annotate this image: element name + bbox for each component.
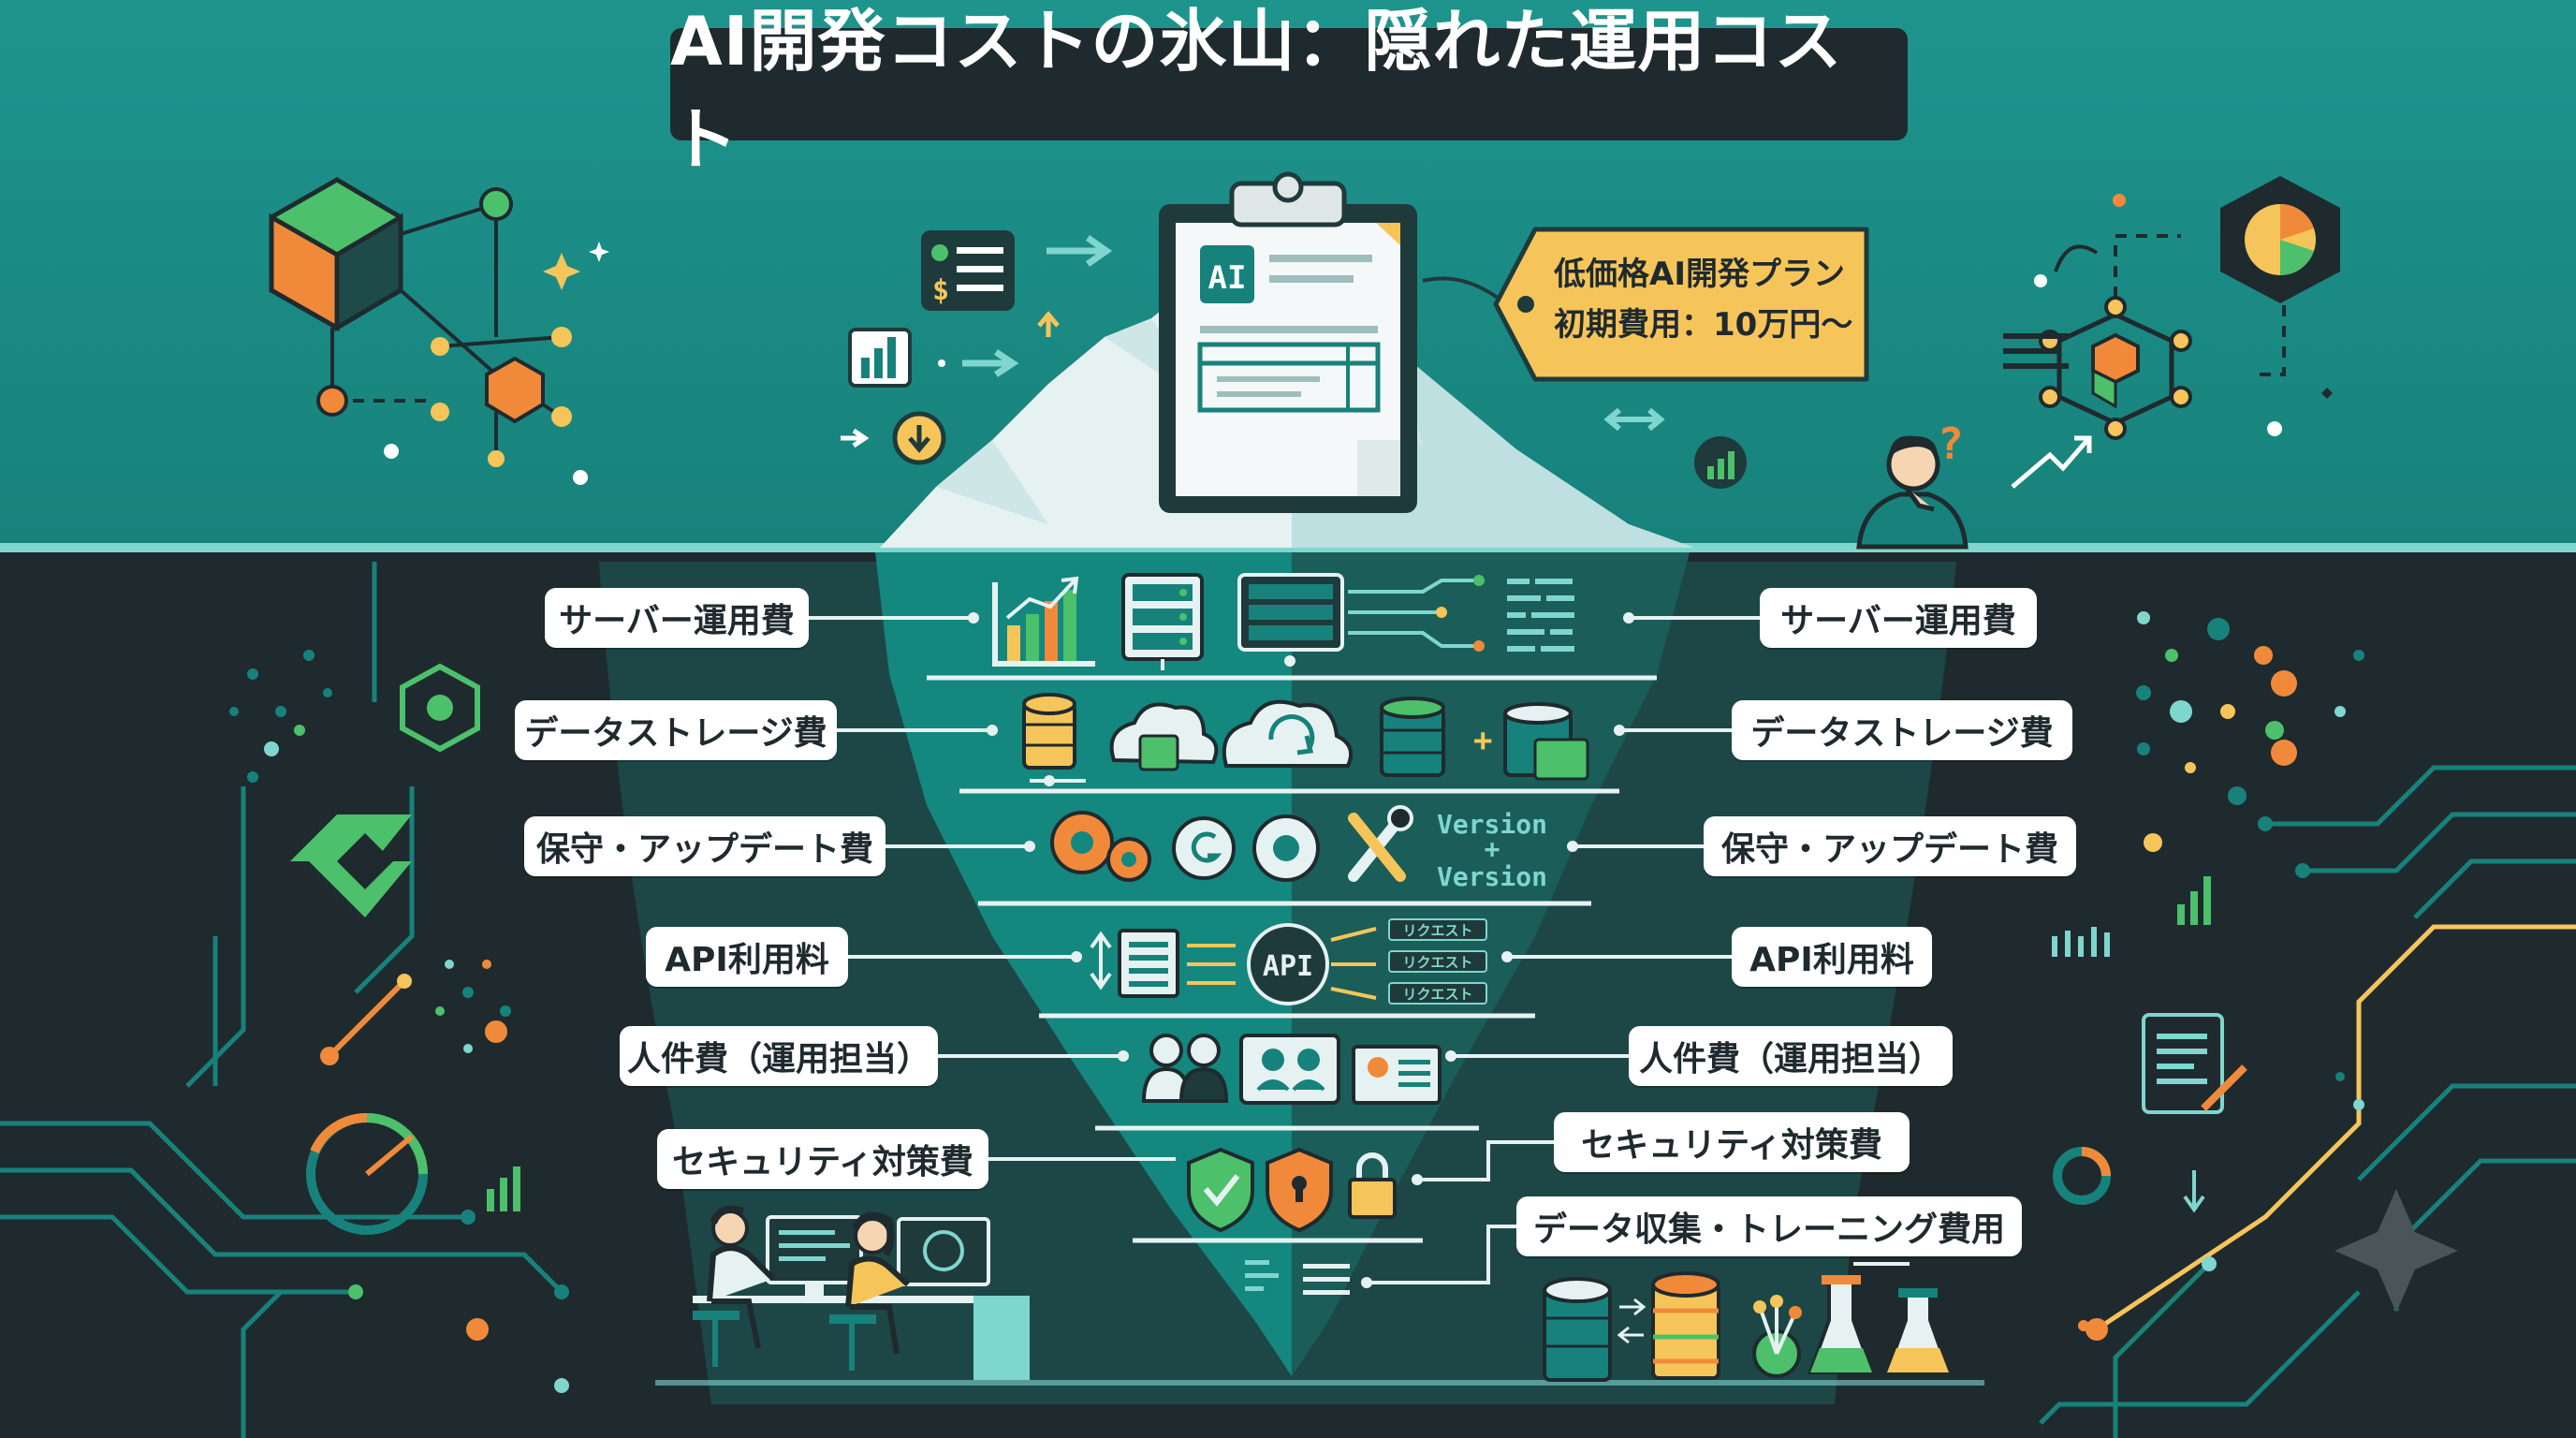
label-left-server: サーバー運用費 [545,588,809,648]
label-right-server: サーバー運用費 [1760,588,2037,648]
label-left-storage: データストレージ費 [515,700,837,760]
label-right-training: データ収集・トレーニング費用 [1516,1196,2022,1256]
leader-dots [968,612,1634,1288]
cube-network-icon [269,177,609,485]
label-left-personnel: 人件費（運用担当） [620,1026,938,1086]
price-tag-icon [1422,227,1869,382]
hex-network-icon [2003,176,2340,489]
doc-ai-badge: AI [1208,259,1247,297]
svg-text:Version: Version [1437,809,1547,840]
label-right-maintenance: 保守・アップデート費 [1704,816,2076,876]
server-rack-icon [992,573,1574,670]
svg-text:+: + [1485,833,1500,864]
circuit-yellow [2095,924,2576,1332]
svg-text:$: $ [932,274,949,307]
circuit-lines-right [2039,765,2576,1438]
circuit-nodes-left [290,663,569,1393]
label-right-api: API利用料 [1732,927,1932,987]
clipboard-document-icon [1159,171,1417,513]
label-right-security: セキュリティ対策費 [1554,1112,1910,1172]
label-right-personnel: 人件費（運用担当） [1629,1026,1953,1086]
label-left-maintenance: 保守・アップデート費 [524,816,886,876]
price-tag-line2: 初期費用：10万円〜 [1554,306,1853,344]
layer-dividers [927,675,1657,1243]
api-label: API [1263,950,1313,983]
person-thinking-icon: ? [1856,418,1969,550]
wrench-icon [1348,805,1413,882]
gear-icon [1050,811,1320,882]
label-left-security: セキュリティ対策費 [657,1129,988,1189]
dot-cluster-right [2136,611,2364,1110]
workers-desk-icon [655,1205,1984,1386]
dashboard-icons: $ [841,230,1113,465]
request-labels: リクエスト リクエスト リクエスト [1402,922,1472,1003]
cloud-database-icon: + [1022,693,1589,786]
data-lines-icon [1245,1260,1350,1295]
label-left-api: API利用料 [646,927,848,987]
page-title: AI開発コストの氷山：隠れた運用コスト [670,2,1908,179]
version-text: Version + Version [1437,809,1547,892]
flask-icon [1543,1262,1952,1382]
svg-text:?: ? [1938,418,1964,469]
dot-cluster-left [229,650,511,1053]
circuit-lines-left [0,562,564,1438]
svg-text:+: + [1473,722,1492,759]
leader-lines [809,616,1760,1284]
price-tag-line1: 低価格AI開発プラン [1554,256,1845,293]
svg-text:リクエスト: リクエスト [1402,922,1472,939]
team-icon [1141,1034,1442,1105]
shield-icon [1187,1147,1333,1233]
svg-text:Version: Version [1437,861,1547,892]
label-right-storage: データストレージ費 [1732,700,2072,760]
svg-text:リクエスト: リクエスト [1402,986,1472,1003]
api-icon [1090,918,1487,1005]
price-tag-text: 低価格AI開発プラン 初期費用：10万円〜 [1498,225,1868,374]
surface-right-icons [1603,407,1747,489]
circuit-nodes-right [2052,816,2458,1341]
lock-icon [1348,1152,1397,1219]
svg-text:リクエスト: リクエスト [1402,954,1472,971]
